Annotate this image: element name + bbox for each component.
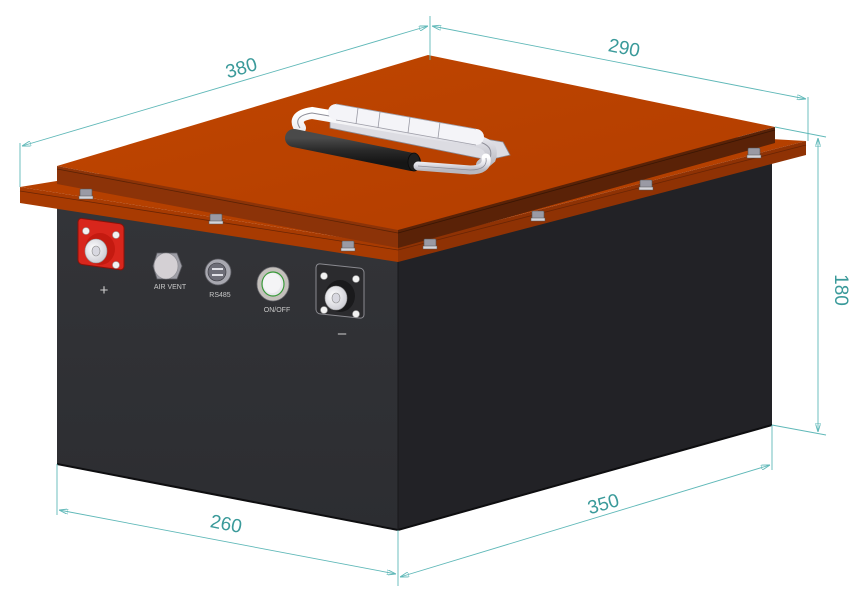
lid-bolts bbox=[78, 147, 762, 252]
dimension-label-180: 180 bbox=[830, 274, 851, 306]
dimension-label-350: 350 bbox=[585, 490, 621, 519]
negative-label: – bbox=[338, 325, 347, 342]
positive-label: + bbox=[100, 282, 109, 299]
box-body bbox=[56, 160, 773, 532]
lid-top-side bbox=[398, 127, 775, 248]
on-off-button[interactable]: ON/OFF bbox=[256, 266, 290, 314]
bolt-icon bbox=[530, 210, 546, 222]
dimension-line-290 bbox=[432, 26, 806, 99]
on-off-label: ON/OFF bbox=[264, 307, 290, 314]
positive-terminal[interactable]: + bbox=[77, 217, 125, 299]
dimension-label-260: 260 bbox=[208, 511, 243, 538]
dimensions bbox=[19, 16, 827, 586]
dimension-line-380 bbox=[22, 26, 428, 146]
box-side-face bbox=[398, 160, 772, 530]
air-vent: AIR VENT bbox=[152, 252, 187, 291]
dimension-label-290: 290 bbox=[606, 35, 641, 62]
bolt-icon bbox=[208, 213, 224, 225]
bolt-icon bbox=[340, 240, 356, 252]
dimension-line-260 bbox=[59, 510, 396, 574]
rs485-label: RS485 bbox=[209, 292, 231, 299]
bolt-icon bbox=[422, 238, 438, 250]
dimension-label-380: 380 bbox=[223, 54, 259, 83]
negative-terminal[interactable]: – bbox=[315, 263, 365, 342]
lid-top-front bbox=[57, 166, 398, 248]
bolt-icon bbox=[78, 188, 94, 200]
air-vent-label: AIR VENT bbox=[154, 284, 187, 291]
bolt-icon bbox=[746, 147, 762, 159]
dimension-line-350 bbox=[400, 465, 770, 577]
bolt-icon bbox=[638, 179, 654, 191]
box-front-face bbox=[57, 205, 398, 530]
front-panel: + AIR VENT RS485 ON/OFF bbox=[77, 217, 365, 342]
rs485-connector[interactable]: RS485 bbox=[204, 258, 232, 299]
